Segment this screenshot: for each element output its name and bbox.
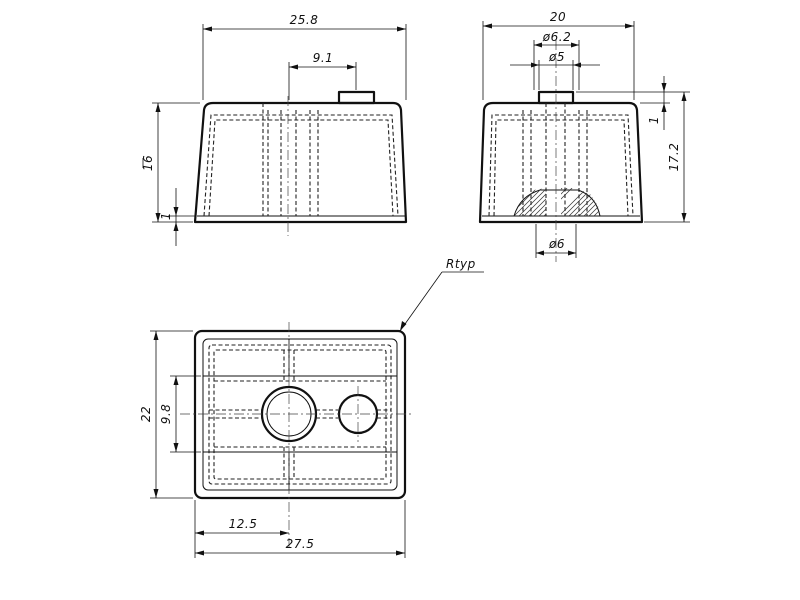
side-view: 20 ø6.2 ø5 ø6 17.2 1 xyxy=(478,10,690,262)
side-view-hidden-inner-wall-2 xyxy=(493,119,629,217)
dim-side-boss-height: 1 xyxy=(647,116,661,124)
top-view-outer-outline xyxy=(193,329,407,500)
front-view-boss xyxy=(337,90,376,105)
dim-side-boss-inner: ø5 xyxy=(548,50,565,64)
dim-top-radius: Rtyp xyxy=(446,257,476,271)
front-view-outline xyxy=(193,101,408,224)
dim-front-height: 16 xyxy=(141,155,155,171)
dim-side-total-height: 17.2 xyxy=(667,143,681,172)
leader-line-radius xyxy=(399,271,443,332)
front-view-hidden-inner-wall xyxy=(203,114,399,217)
top-view-hidden-cavity-inner xyxy=(213,349,387,480)
top-view-inner-outline xyxy=(202,338,398,491)
dim-top-width: 27.5 xyxy=(286,537,315,551)
side-view-outline xyxy=(478,101,644,224)
dim-side-boss-outer: ø6.2 xyxy=(542,30,571,44)
side-view-section-outline xyxy=(513,189,601,217)
dim-front-offset: 9.1 xyxy=(313,51,334,65)
dim-front-base: 1 xyxy=(159,212,173,220)
side-view-hidden-inner-wall xyxy=(488,114,634,217)
front-view-hidden-inner-wall-2 xyxy=(208,119,394,217)
front-view: 25.8 9.1 16 1 xyxy=(141,13,408,246)
dim-top-offset: 12.5 xyxy=(229,517,258,531)
dim-top-height: 22 xyxy=(139,406,153,422)
top-view: Rtyp 22 9.8 12.5 27.5 xyxy=(139,257,484,558)
dim-side-bottom-bore: ø6 xyxy=(548,237,565,251)
top-view-hidden-cavity xyxy=(208,344,392,485)
dim-front-width: 25.8 xyxy=(290,13,319,27)
dim-top-inner: 9.8 xyxy=(159,404,173,425)
dim-side-width: 20 xyxy=(550,10,566,24)
